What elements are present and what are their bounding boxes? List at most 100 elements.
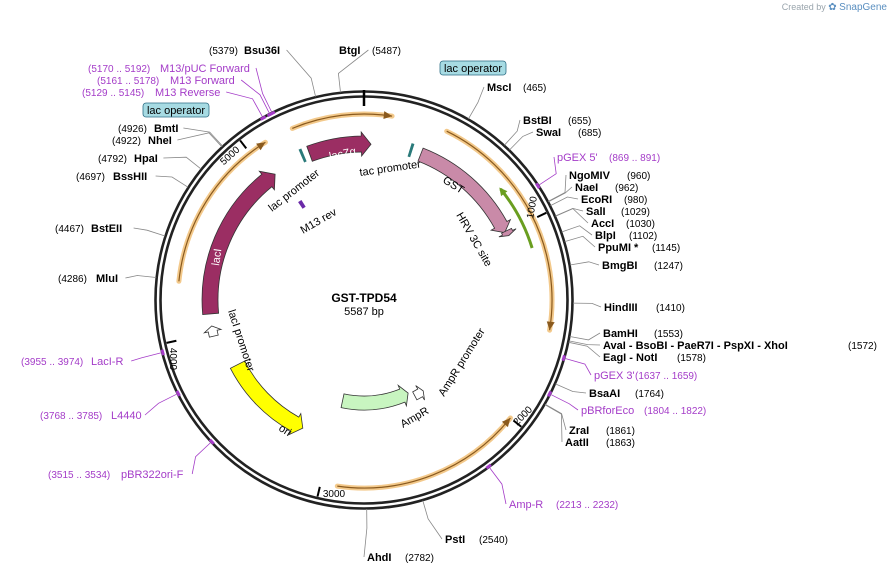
site-position: (2540) [479, 535, 508, 546]
site-name: BssHII [113, 171, 147, 183]
primer-mark [485, 463, 492, 470]
site-eagi[interactable]: EagI - NotI (1578) [568, 341, 706, 364]
lac-operator-top-label: lac operator [444, 63, 502, 75]
credit-text: Created by [781, 2, 826, 12]
site-position: (1410) [656, 303, 685, 314]
features [201, 130, 534, 436]
site-ecori[interactable]: EcoRI(980) [550, 194, 648, 206]
site-blpi[interactable]: BlpI(1102) [561, 225, 658, 242]
site-bmti[interactable]: BmtI(4926) [118, 123, 223, 147]
site-bsteii[interactable]: BstEII(4467) [55, 223, 166, 237]
ampr-arrow [340, 384, 409, 411]
site-msci[interactable]: MscI (465) [468, 82, 546, 120]
primer-range: (869 .. 891) [609, 153, 660, 164]
site-leader [555, 208, 589, 224]
orf-laci [178, 141, 266, 282]
site-nhei[interactable]: NheI(4922) [112, 132, 223, 148]
primer-pbr322ori[interactable]: pBR322ori-F(3515 .. 3534) [48, 438, 215, 481]
primer-mark [561, 354, 566, 362]
ampr-promoter-label: AmpR promoter [436, 326, 487, 398]
site-acci[interactable]: AccI (1030) [555, 208, 655, 230]
primer-m13rev[interactable]: M13 Reverse(5129 .. 5145) [82, 87, 267, 121]
snapgene-logo: ✿ [828, 2, 837, 13]
plasmid-name: GST-TPD54 [331, 291, 397, 305]
site-position: (465) [523, 83, 546, 94]
gst-arrow [417, 147, 512, 234]
site-position: (4922) [112, 136, 141, 147]
primer-leader [255, 67, 272, 112]
site-bsshii[interactable]: BssHII (4697) [76, 171, 189, 188]
lac-operator-left-box: lac operator [142, 102, 210, 118]
primer-leader [565, 358, 592, 376]
laci-arrow [201, 170, 276, 316]
site-position: (1030) [626, 219, 655, 230]
primer-range: (5161 .. 5178) [97, 76, 159, 87]
primer-name: M13 Forward [170, 75, 235, 87]
site-leader [555, 383, 587, 394]
site-position: (4697) [76, 172, 105, 183]
site-mlui[interactable]: MluI(4286) [58, 273, 157, 285]
site-zrai[interactable]: ZraI(1861) [544, 403, 635, 437]
hrv-arrow [498, 227, 517, 238]
primer-leader [539, 156, 557, 186]
site-hindiii[interactable]: HindIII (1410) [572, 302, 685, 314]
site-bmgbi[interactable]: BmgBI(1247) [569, 260, 683, 272]
site-ahdi[interactable]: AhdI(2782) [363, 508, 434, 564]
site-position: (5379) [209, 46, 238, 57]
tick-label-4000: 4000 [167, 348, 178, 371]
site-position: (4286) [58, 274, 87, 285]
primer-name: M13/pUC Forward [160, 63, 250, 75]
orf-lacz-head [383, 111, 393, 120]
primer-pgex5[interactable]: pGEX 5'(869 .. 891) [535, 152, 660, 189]
site-sali[interactable]: SalI(1029) [555, 206, 650, 218]
site-bamhi[interactable]: BamHI(1553) [569, 328, 683, 341]
primer-name: pBR322ori-F [121, 469, 184, 481]
site-bsu36i[interactable]: Bsu36I(5379) [209, 45, 316, 97]
primer-mark [266, 111, 274, 118]
site-name: ZraI [569, 425, 589, 437]
site-bsaai[interactable]: BsaAI(1764) [555, 383, 664, 400]
primer-l4440[interactable]: L4440(3768 .. 3785) [40, 390, 181, 422]
site-position: (1145) [652, 243, 680, 254]
site-position: (1553) [654, 329, 683, 340]
site-avai_group[interactable]: AvaI - BsoBI - PaeR7I - PspXI - XhoI(157… [568, 340, 877, 352]
site-name: AccI [591, 218, 614, 230]
ori-green-head [499, 187, 508, 197]
site-aatii[interactable]: AatII(1863) [544, 404, 635, 449]
site-name: BtgI [339, 45, 360, 57]
site-name: HindIII [604, 302, 638, 314]
primer-mark [175, 390, 181, 397]
primer-name: L4440 [111, 410, 142, 422]
primer-ampr_primer[interactable]: Amp-R(2213 .. 2232) [485, 463, 618, 511]
site-position: (980) [624, 195, 647, 206]
primer-pbrforeco[interactable]: pBRforEco(1804 .. 1822) [547, 390, 706, 417]
lacz-arrow [306, 130, 372, 162]
primer-leader [144, 393, 177, 416]
primer-laci_r[interactable]: LacI-R(3955 .. 3974) [21, 349, 165, 368]
site-position: (1863) [606, 438, 635, 449]
site-name: EagI - NotI [603, 352, 657, 364]
primer-pgex3[interactable]: pGEX 3'(1637 .. 1659) [561, 354, 697, 382]
tac-promoter-label: tac promoter [359, 158, 422, 179]
primer-leader [551, 394, 579, 411]
orf-lacz-halo [289, 111, 395, 131]
site-psti[interactable]: PstI(2540) [422, 500, 508, 546]
site-ngomiv[interactable]: NgoMIV(960) [548, 170, 650, 202]
site-ppumi[interactable]: PpuMI *(1145) [564, 235, 680, 254]
primer-range: (5170 .. 5192) [88, 64, 150, 75]
primer-leader [489, 467, 507, 505]
ampr-label: AmpR [399, 405, 432, 431]
site-naei[interactable]: NaeI(962) [548, 182, 639, 203]
primer-name: LacI-R [91, 356, 123, 368]
site-leader [468, 86, 485, 120]
site-leader [286, 49, 316, 97]
site-position: (1578) [677, 353, 706, 364]
site-btgi[interactable]: BtgI(5487) [337, 45, 401, 93]
primer-mark [259, 115, 267, 121]
primer-m13fwd[interactable]: M13 Forward (5161 .. 5178) [97, 75, 274, 118]
orf-gst-head [546, 321, 555, 331]
site-name: MscI [487, 82, 511, 94]
site-swai[interactable]: SwaI(685) [509, 127, 602, 151]
site-bstbi[interactable]: BstBI(655) [504, 115, 591, 146]
site-hpai[interactable]: HpaI(4792) [98, 153, 202, 170]
